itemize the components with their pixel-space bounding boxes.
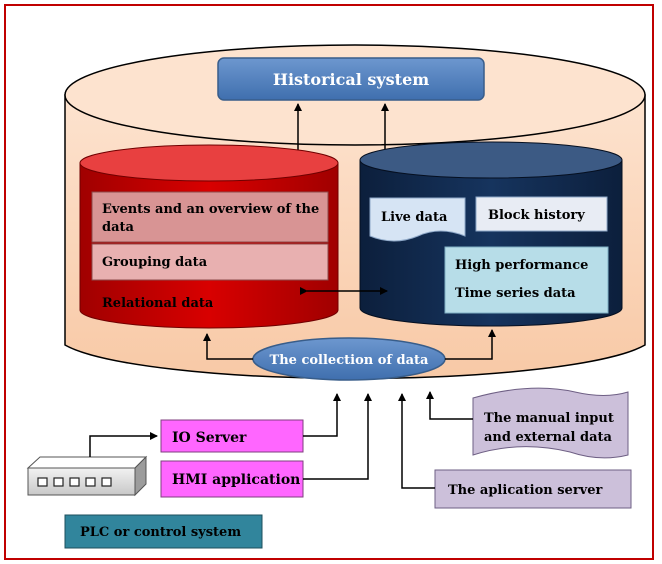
high-performance-box: [444, 246, 609, 314]
historical-system-label: Historical system: [273, 70, 429, 89]
arrow-hmi-up: [303, 393, 372, 480]
plc-box: PLC or control system: [64, 514, 263, 549]
plc-label: PLC or control system: [80, 525, 241, 540]
manual-input-line2: and external data: [484, 430, 612, 445]
relational-data-cylinder: Events and an overview of the data Group…: [79, 144, 339, 329]
arrow-collection-to-timeseries: [445, 329, 496, 360]
timeseries-cylinder: Live data Block history High performance…: [359, 141, 623, 327]
manual-input-line1: The manual input: [484, 411, 614, 426]
hmi-application-box: HMI application: [160, 460, 304, 498]
block-history-box: [475, 196, 608, 232]
events-line1: Events and an overview of the: [102, 202, 319, 217]
arrow-manual-input-up: [426, 391, 473, 420]
grouping-box: [91, 243, 329, 281]
io-server-box: IO Server: [160, 419, 304, 453]
collection-of-data: The collection of data: [252, 337, 446, 381]
app-server-label: The aplication server: [448, 483, 603, 498]
io-server-label: IO Server: [172, 430, 247, 446]
collection-label: The collection of data: [270, 353, 429, 368]
hmi-label: HMI application: [172, 472, 300, 488]
relational-label: Relational data: [102, 296, 214, 311]
arrow-plc-to-io-server: [89, 432, 158, 457]
high-performance-line2: Time series data: [455, 286, 576, 301]
grouping-label: Grouping data: [102, 255, 208, 270]
app-server-box: The aplication server: [434, 469, 632, 509]
arrow-collection-to-relational: [203, 333, 253, 360]
arrow-io-server-up: [303, 393, 341, 437]
live-data-label: Live data: [381, 210, 448, 225]
events-box: [91, 191, 329, 243]
live-data-shape: [369, 197, 466, 242]
plc-device-icon: [26, 455, 148, 497]
arrow-app-server-up: [398, 393, 435, 489]
historical-system-box: Historical system: [217, 57, 485, 101]
events-line2: data: [102, 220, 135, 235]
block-history-label: Block history: [488, 208, 585, 223]
manual-input-shape: The manual input and external data: [472, 387, 629, 459]
high-performance-line1: High performance: [455, 258, 588, 273]
